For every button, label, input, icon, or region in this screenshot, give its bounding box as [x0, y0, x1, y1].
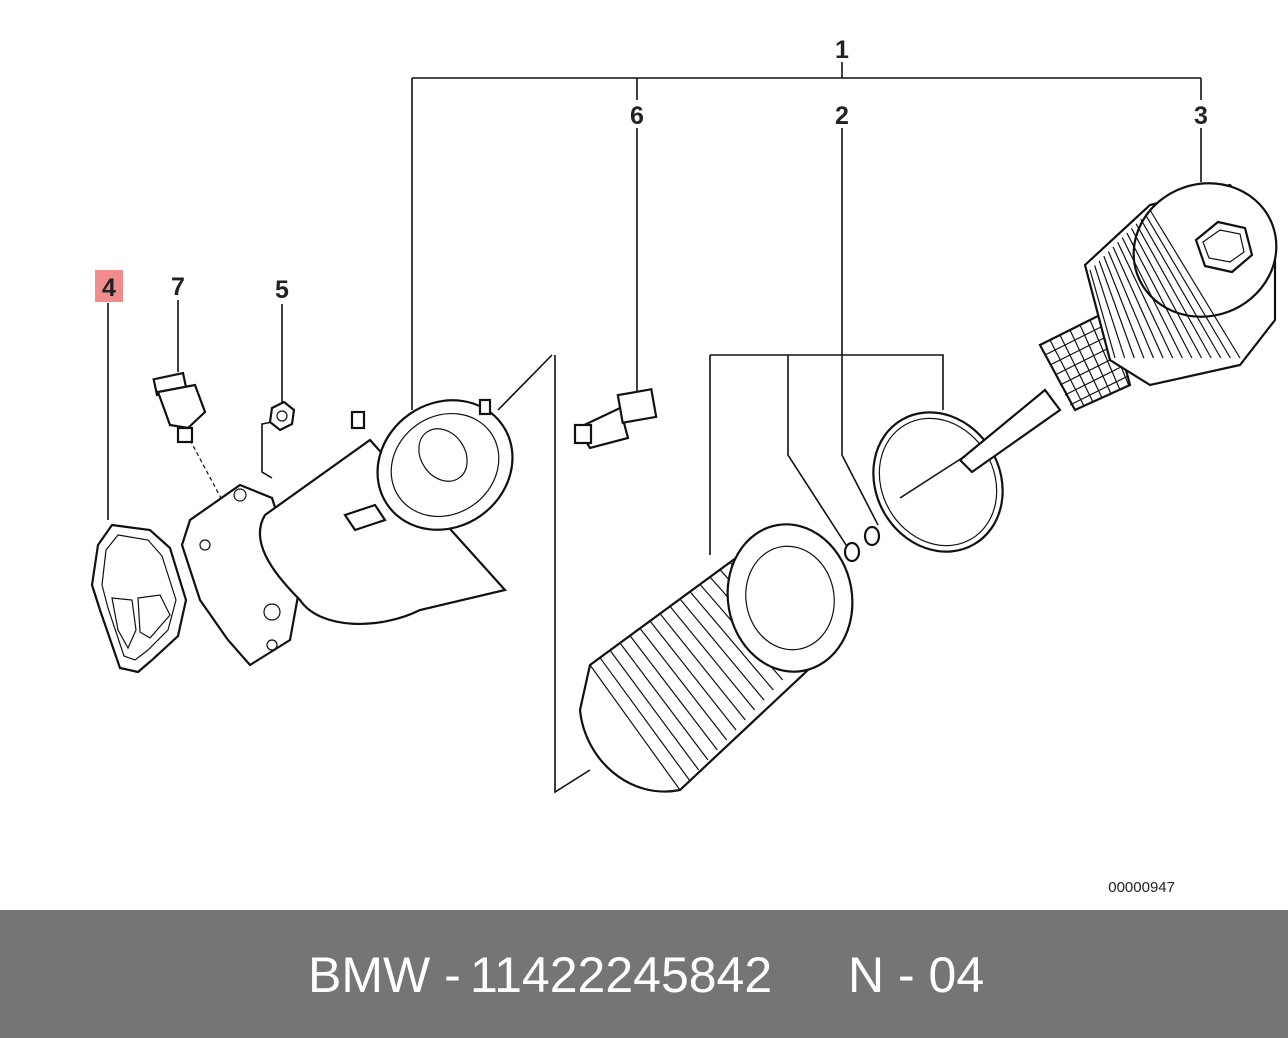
o-ring-large-part: [872, 411, 1004, 553]
footer-page-code: N - 04: [848, 947, 985, 1003]
callout-6: 6: [630, 102, 644, 130]
oil-filter-housing-part: [180, 354, 553, 667]
nut-part: [268, 400, 296, 432]
footer-part-number: 11422245842: [470, 947, 773, 1003]
callout-3: 3: [1194, 102, 1208, 130]
leader-lines: [107, 62, 1202, 794]
callout-5: 5: [275, 276, 289, 304]
o-ring-small-part: [843, 525, 881, 563]
temperature-sender-part: [573, 387, 658, 450]
callout-2: 2: [835, 102, 849, 130]
gasket-part: [90, 523, 188, 674]
diagram-image-id: 00000947: [1108, 879, 1175, 896]
filter-element-part: [578, 523, 854, 793]
oil-pressure-sensor-part: [152, 371, 207, 444]
callout-7: 7: [171, 273, 185, 301]
footer-bar: BMW - 11422245842 N - 04: [0, 910, 1288, 1038]
filter-cap-part: [899, 182, 1278, 499]
footer-brand: BMW -: [308, 947, 461, 1003]
callout-4-highlight: [95, 270, 123, 302]
callout-labels: 1 2 3 4 5 6 7 00000947: [95, 36, 1208, 896]
callout-1: 1: [835, 36, 849, 64]
exploded-parts-diagram: 1 2 3 4 5 6 7 00000947: [90, 36, 1278, 896]
callout-4: 4: [102, 274, 116, 302]
